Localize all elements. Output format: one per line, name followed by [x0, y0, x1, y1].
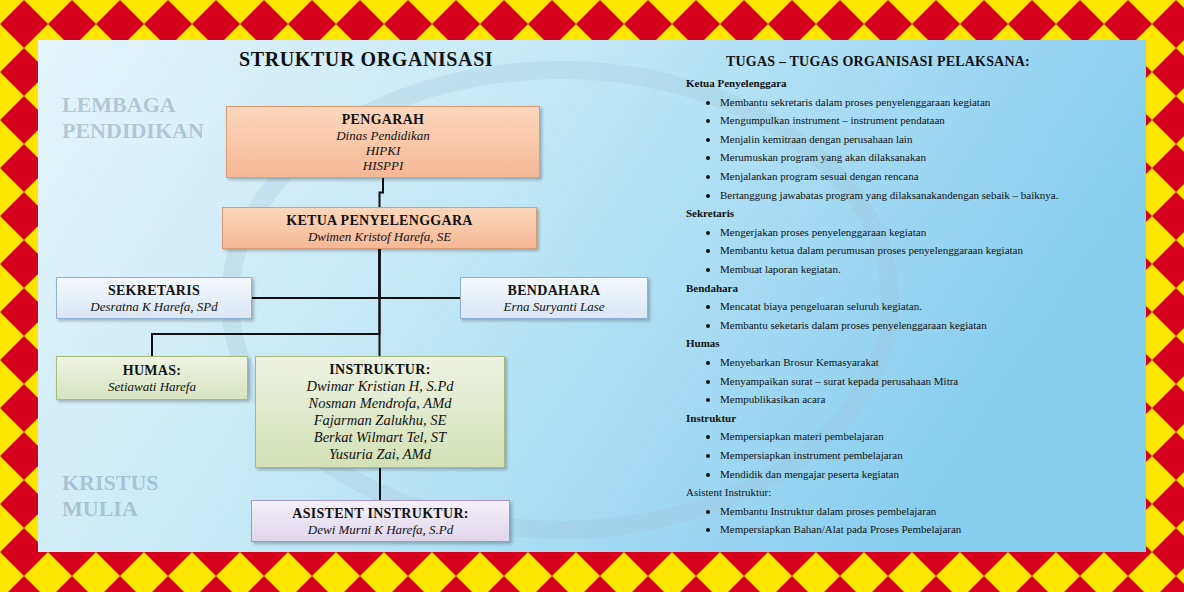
task-group-heading: Humas	[686, 337, 720, 350]
task-item: Menyampaikan surat – surat kepada perusa…	[720, 375, 958, 388]
task-item: Mengumpulkan instrument – instrument pen…	[720, 114, 945, 127]
bullet-dot	[706, 398, 710, 402]
bullet-dot	[706, 510, 710, 514]
box-body: Yusuria Zai, AMd	[329, 446, 431, 463]
task-item: Bertanggung jawabatas program yang dilak…	[720, 189, 1058, 202]
watermark: KRISTUS MULIA	[62, 470, 227, 522]
diagram-title: STRUKTUR ORGANISASI	[239, 48, 493, 71]
bullet-dot	[706, 268, 710, 272]
task-item: Menjalin kemitraan dengan perusahaan lai…	[720, 133, 912, 146]
box-heading: INSTRUKTUR:	[329, 361, 430, 378]
task-item: Mempersiapkan instrument pembelajaran	[720, 449, 903, 462]
org-box: INSTRUKTUR:Dwimar Kristian H, S.PdNosman…	[255, 356, 505, 468]
task-group-heading: Bendahara	[686, 282, 738, 295]
bullet-dot	[706, 156, 710, 160]
bullet-dot	[706, 435, 710, 439]
task-item: Merumuskan program yang akan dilaksanaka…	[720, 151, 926, 164]
bullet-dot	[706, 528, 710, 532]
bullet-dot	[706, 101, 710, 105]
bullet-dot	[706, 231, 710, 235]
connector-line	[380, 249, 461, 298]
connector-line	[379, 249, 381, 356]
bullet-dot	[706, 324, 710, 328]
task-item: Menjalankan program sesuai dengan rencan…	[720, 170, 919, 183]
box-heading: HUMAS:	[123, 362, 182, 379]
task-item: Mempersiapkan Bahan/Alat pada Proses Pem…	[720, 523, 961, 536]
task-group-heading: Instruktur	[686, 412, 736, 425]
bullet-dot	[706, 380, 710, 384]
task-group-heading: Asistent Instruktur:	[686, 486, 771, 499]
org-box: KETUA PENYELENGGARADwimen Kristof Harefa…	[222, 207, 537, 249]
task-item: Menyebarkan Brosur Kemasyarakat	[720, 356, 879, 369]
connector-line	[380, 178, 384, 207]
task-item: Mendidik dan mengajar peserta kegiatan	[720, 468, 899, 481]
box-heading: KETUA PENYELENGGARA	[286, 212, 473, 229]
org-box: SEKRETARISDesratna K Harefa, SPd	[56, 277, 252, 319]
task-item: Mengerjakan proses penyelenggaraan kegia…	[720, 226, 926, 239]
bullet-dot	[706, 305, 710, 309]
bullet-dot	[706, 473, 710, 477]
box-body: Berkat Wilmart Tel, ST	[314, 429, 446, 446]
org-box: PENGARAHDinas PendidikanHIPKIHISPPI	[226, 106, 540, 178]
box-body: Desratna K Harefa, SPd	[90, 299, 217, 314]
task-item: Membantu ketua dalam perumusan proses pe…	[720, 244, 1023, 257]
section-heading: TUGAS – TUGAS ORGANISASI PELAKSANA:	[726, 54, 1030, 70]
bullet-dot	[706, 175, 710, 179]
bullet-dot	[706, 119, 710, 123]
box-body: Dwimen Kristof Harefa, SE	[308, 229, 451, 244]
box-body: HISPPI	[363, 158, 403, 173]
bullet-dot	[706, 454, 710, 458]
watermark: LEMBAGA PENDIDIKAN	[62, 92, 227, 144]
org-box: HUMAS:Setiawati Harefa	[56, 356, 248, 400]
connector-line	[252, 249, 380, 298]
task-item: Membantu Instruktur dalam proses pembela…	[720, 505, 936, 518]
box-body: Erna Suryanti Lase	[503, 299, 604, 314]
bullet-dot	[706, 138, 710, 142]
task-item: Membantu seketaris dalam proses penyelen…	[720, 319, 987, 332]
box-body: Fajarman Zalukhu, SE	[314, 412, 447, 429]
task-group-heading: Sekretaris	[686, 207, 734, 220]
org-box: BENDAHARAErna Suryanti Lase	[460, 277, 648, 319]
box-body: HIPKI	[366, 143, 401, 158]
task-item: Mencatat biaya pengeluaran seluruh kegia…	[720, 300, 922, 313]
box-body: Setiawati Harefa	[108, 379, 196, 394]
connector-line	[379, 468, 381, 500]
box-heading: SEKRETARIS	[108, 282, 200, 299]
box-body: Dewi Murni K Harefa, S.Pd	[308, 522, 453, 537]
bullet-dot	[706, 249, 710, 253]
task-item: Mempublikasikan acara	[720, 393, 825, 406]
bullet-dot	[706, 194, 710, 198]
task-group-heading: Ketua Penyelenggara	[686, 77, 787, 90]
box-heading: ASISTENT INSTRUKTUR:	[292, 505, 469, 522]
bullet-dot	[706, 361, 710, 365]
box-body: Nosman Mendrofa, AMd	[309, 395, 452, 412]
task-item: Membantu sekretaris dalam proses penyele…	[720, 96, 990, 109]
box-body: Dinas Pendidikan	[336, 128, 430, 143]
box-heading: PENGARAH	[342, 111, 425, 128]
inner-panel	[38, 40, 1146, 552]
box-body: Dwimar Kristian H, S.Pd	[306, 378, 453, 395]
task-item: Membuat laporan kegiatan.	[720, 263, 841, 276]
org-box: ASISTENT INSTRUKTUR:Dewi Murni K Harefa,…	[251, 500, 510, 542]
box-heading: BENDAHARA	[508, 282, 601, 299]
task-item: Mempersiapkan materi pembelajaran	[720, 430, 884, 443]
